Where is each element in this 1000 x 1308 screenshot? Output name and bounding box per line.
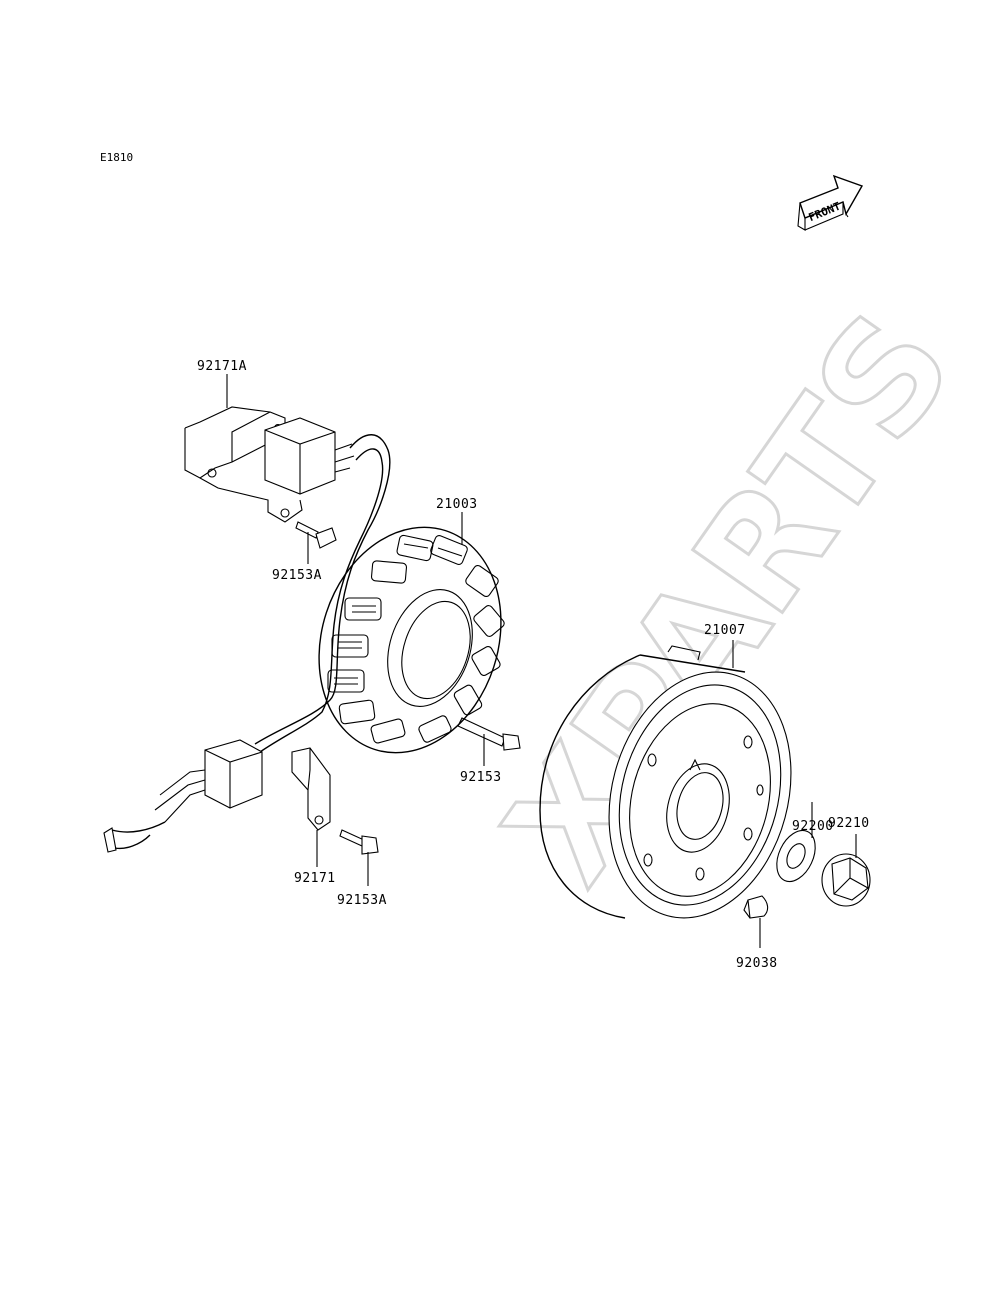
front-arrow-icon: FRONT bbox=[797, 174, 864, 231]
lower-bolt bbox=[339, 829, 379, 855]
part-label-92038: 92038 bbox=[736, 956, 778, 971]
part-label-92171a: 92171A bbox=[197, 359, 247, 374]
upper-bolt bbox=[295, 521, 337, 549]
part-label-92210: 92210 bbox=[828, 816, 870, 831]
svg-text:FRONT: FRONT bbox=[807, 200, 843, 225]
wiring-harness bbox=[103, 434, 391, 853]
upper-connector bbox=[264, 417, 355, 495]
woodruff-key bbox=[743, 895, 769, 919]
part-label-92153a-lower: 92153A bbox=[337, 893, 387, 908]
part-label-21003: 21003 bbox=[436, 497, 478, 512]
stator-bolt bbox=[457, 717, 521, 751]
part-label-92171: 92171 bbox=[294, 871, 336, 886]
lower-bracket bbox=[291, 747, 331, 831]
part-label-92153: 92153 bbox=[460, 770, 502, 785]
washer bbox=[776, 829, 816, 883]
part-label-92153a-upper: 92153A bbox=[272, 568, 322, 583]
flywheel-rotor bbox=[539, 645, 792, 919]
part-label-21007: 21007 bbox=[704, 623, 746, 638]
part-label-92200: 92200 bbox=[792, 819, 834, 834]
diagram-code: E1810 bbox=[100, 151, 133, 164]
stator-coil bbox=[318, 526, 505, 754]
flange-nut bbox=[821, 853, 871, 907]
